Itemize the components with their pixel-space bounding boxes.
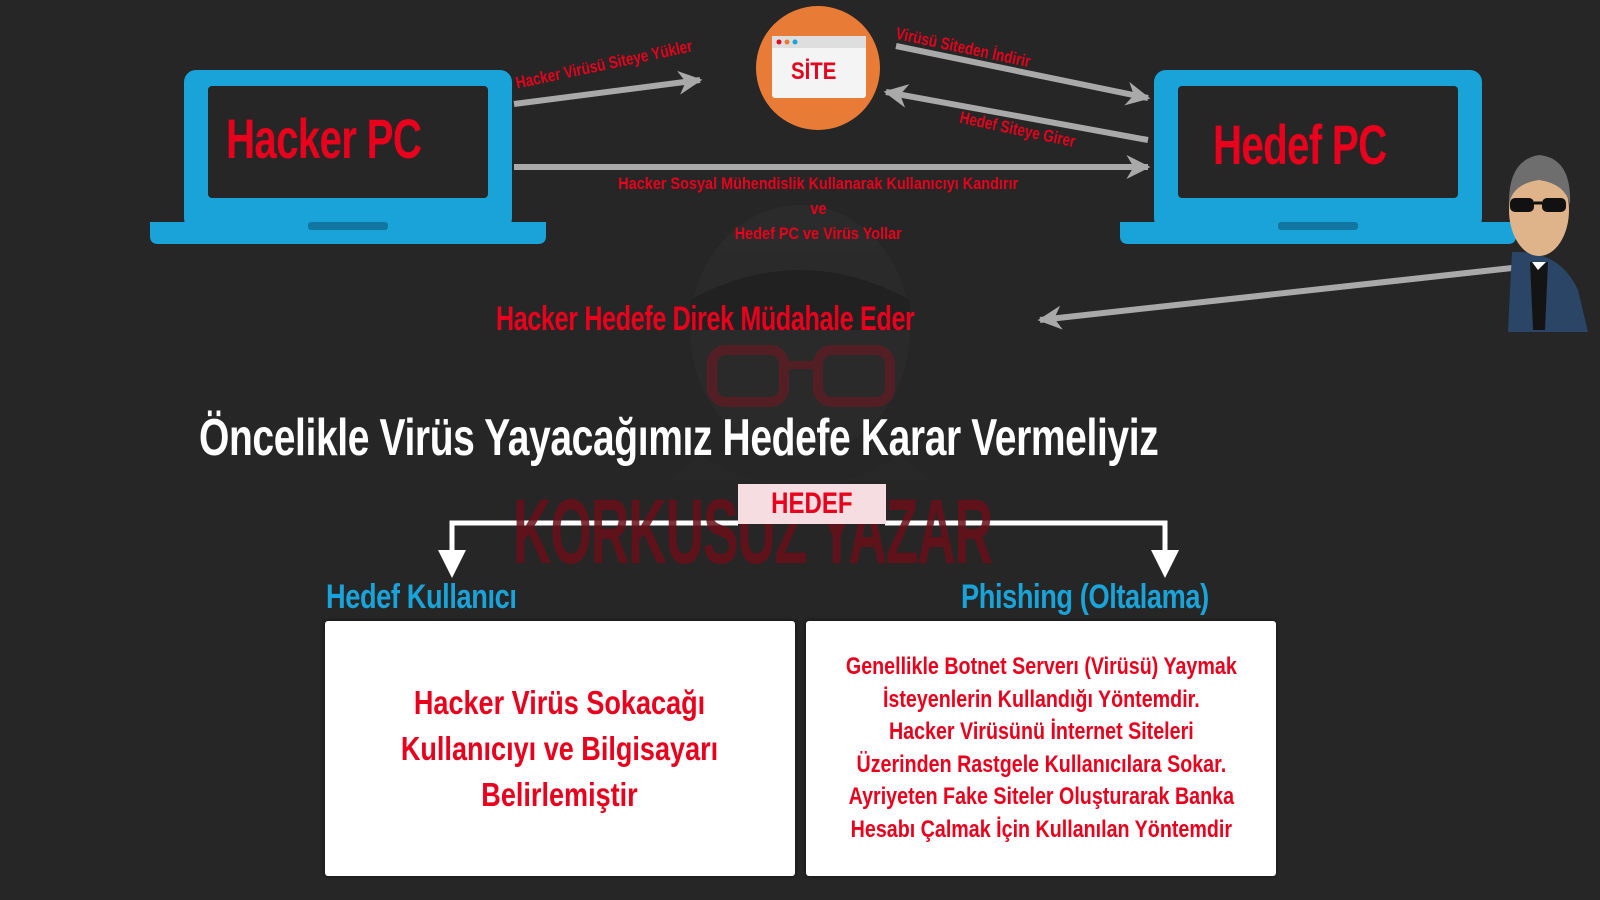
card-right-line-5: Ayriyeten Fake Siteler Oluşturarak Banka <box>848 783 1234 810</box>
direct-intervention-label: Hacker Hedefe Direk Müdahale Eder <box>496 300 915 338</box>
agent-avatar-icon <box>1508 155 1588 332</box>
branch-title-phishing: Phishing (Oltalama) <box>961 578 1209 616</box>
card-right-line-6: Hesabı Çalmak İçin Kullanılan Yöntemdir <box>850 815 1232 843</box>
site-icon <box>756 6 880 130</box>
card-right-line-2: İsteyenlerin Kullandığı Yöntemdir. <box>882 685 1200 713</box>
hedef-box: HEDEF <box>738 484 886 524</box>
social-line-2: ve <box>809 199 827 218</box>
hedef-tree-connector <box>438 520 1179 578</box>
card-left-line-3: Belirlemiştir <box>481 775 639 813</box>
card-left-line-2: Kullanıcıyı ve Bilgisayarı <box>401 729 719 767</box>
hacker-silhouette-graphic <box>670 205 930 488</box>
page-headline: Öncelikle Virüs Yayacağımız Hedefe Karar… <box>199 409 1159 467</box>
card-right-line-3: Hacker Virüsünü İnternet Siteleri <box>888 718 1194 745</box>
card-hedef-kullanici-text: Hacker Virüs Sokacağı Kullanıcıyı ve Bil… <box>401 680 718 818</box>
card-phishing-text: Genellikle Botnet Serverı (Virüsü) Yayma… <box>846 651 1237 846</box>
site-label: SİTE <box>791 58 837 85</box>
card-hedef-kullanici: Hacker Virüs Sokacağı Kullanıcıyı ve Bil… <box>325 621 795 876</box>
card-phishing: Genellikle Botnet Serverı (Virüsü) Yayma… <box>806 621 1276 876</box>
social-line-3: Hedef PC ve Virüs Yollar <box>734 224 902 243</box>
hacker-laptop-icon <box>150 70 546 244</box>
flow-arrows <box>513 43 1513 330</box>
card-left-line-1: Hacker Virüs Sokacağı <box>414 683 706 721</box>
target-pc-label: Hedef PC <box>1213 113 1387 176</box>
card-right-line-4: Üzerinden Rastgele Kullanıcılara Sokar. <box>856 750 1226 778</box>
social-engineering-label: Hacker Sosyal Mühendislik Kullanarak Kul… <box>512 172 1124 247</box>
hacker-pc-label: Hacker PC <box>226 107 422 170</box>
hedef-label: HEDEF <box>771 487 853 520</box>
target-laptop-icon <box>1120 70 1516 244</box>
card-right-line-1: Genellikle Botnet Serverı (Virüsü) Yayma… <box>845 653 1237 680</box>
social-line-1: Hacker Sosyal Mühendislik Kullanarak Kul… <box>618 174 1018 193</box>
branch-title-hedef-kullanici: Hedef Kullanıcı <box>326 578 517 616</box>
